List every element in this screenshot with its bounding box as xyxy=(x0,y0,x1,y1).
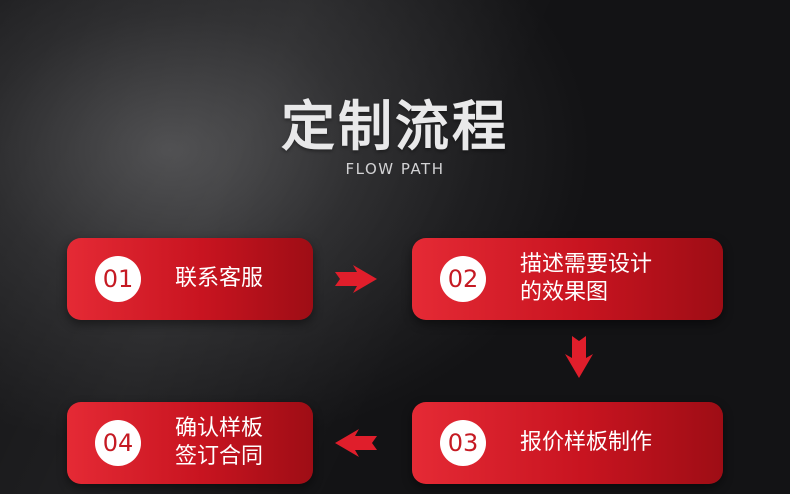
arrow-down-icon xyxy=(565,336,593,378)
step-number-badge: 04 xyxy=(95,420,141,466)
arrow-left-icon xyxy=(335,429,377,457)
arrow-right-icon xyxy=(335,265,377,293)
step-number-badge: 02 xyxy=(440,256,486,302)
step-card-02: 02 描述需要设计 的效果图 xyxy=(412,238,723,320)
step-card-04: 04 确认样板 签订合同 xyxy=(67,402,313,484)
page-subtitle: FLOW PATH xyxy=(345,160,445,178)
step-number-badge: 01 xyxy=(95,256,141,302)
step-label: 报价样板制作 xyxy=(520,430,653,455)
step-label: 联系客服 xyxy=(175,266,264,291)
step-label: 确认样板 签订合同 xyxy=(175,416,264,469)
step-label: 描述需要设计 的效果图 xyxy=(520,252,653,305)
step-card-03: 03 报价样板制作 xyxy=(412,402,723,484)
page-title: 定制流程 xyxy=(281,95,509,158)
step-card-01: 01 联系客服 xyxy=(67,238,313,320)
step-number-badge: 03 xyxy=(440,420,486,466)
